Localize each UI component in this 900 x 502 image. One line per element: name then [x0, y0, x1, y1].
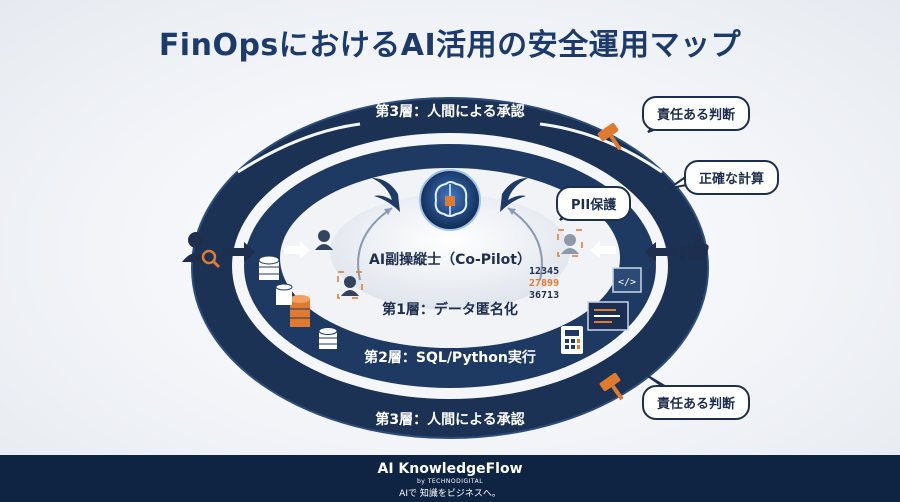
- user-avatar-icon: [315, 230, 333, 250]
- calculator-icon: [561, 326, 583, 354]
- svg-text:</>: </>: [618, 277, 636, 288]
- code-window-icon: </>: [612, 267, 642, 293]
- thumbs-up-icon: [680, 233, 709, 260]
- database-icon: [258, 255, 280, 280]
- layer-diagram: </>: [182, 97, 709, 439]
- flow-arrow-right: [507, 207, 543, 281]
- numeric-data-block: 12345 27899 36713: [529, 266, 559, 302]
- gavel-icon: [597, 122, 622, 151]
- ai-copilot-label: AI副操縦士（Co-Pilot）: [369, 252, 531, 268]
- footer-brand: AI KnowledgeFlow: [377, 461, 523, 477]
- code-editor-icon: [587, 301, 629, 331]
- number-line-3: 36713: [529, 290, 560, 301]
- inner-layer-label: 第1層：データ匿名化: [382, 302, 518, 318]
- footer-slogan: AIで 知識をビジネスへ。: [399, 489, 501, 499]
- database-small-icon: [318, 327, 338, 349]
- callout-accurate-calc: 正確な計算: [684, 160, 780, 195]
- ai-brain-icon: [372, 169, 528, 231]
- footer-bar: AI KnowledgeFlow by TECHNODIGITAL AIで 知識…: [0, 455, 900, 502]
- database-stack-icon: [275, 283, 310, 327]
- arrow-right-outer: [644, 242, 678, 262]
- user-search-icon: [182, 232, 221, 269]
- core-area: [330, 194, 570, 310]
- outer-layer-label-bottom: 第3層：人間による承認: [375, 412, 525, 428]
- anonymized-user-icon: [557, 229, 583, 257]
- arrow-left-outer: [222, 242, 256, 262]
- gavel-icon: [599, 372, 624, 401]
- arrow-right-inner: [590, 241, 616, 259]
- outer-ring-edge: [191, 97, 709, 439]
- number-line-1: 12345: [529, 266, 560, 277]
- callout-judgement-bottom: 責任ある判断: [642, 385, 751, 420]
- callout-judgement-top: 責任ある判断: [642, 96, 751, 131]
- number-line-2: 27899: [529, 278, 560, 289]
- middle-layer-label: 第2層：SQL/Python実行: [364, 350, 536, 366]
- outer-layer-label-top: 第3層：人間による承認: [375, 104, 525, 120]
- callout-pii-protection: PII保護: [556, 186, 632, 221]
- footer-byline: by TECHNODIGITAL: [416, 478, 484, 485]
- page-title: FinOpsにおけるAI活用の安全運用マップ: [158, 28, 742, 63]
- user-avatar-framed-icon: [337, 271, 363, 299]
- arrow-left-inner: [284, 241, 310, 259]
